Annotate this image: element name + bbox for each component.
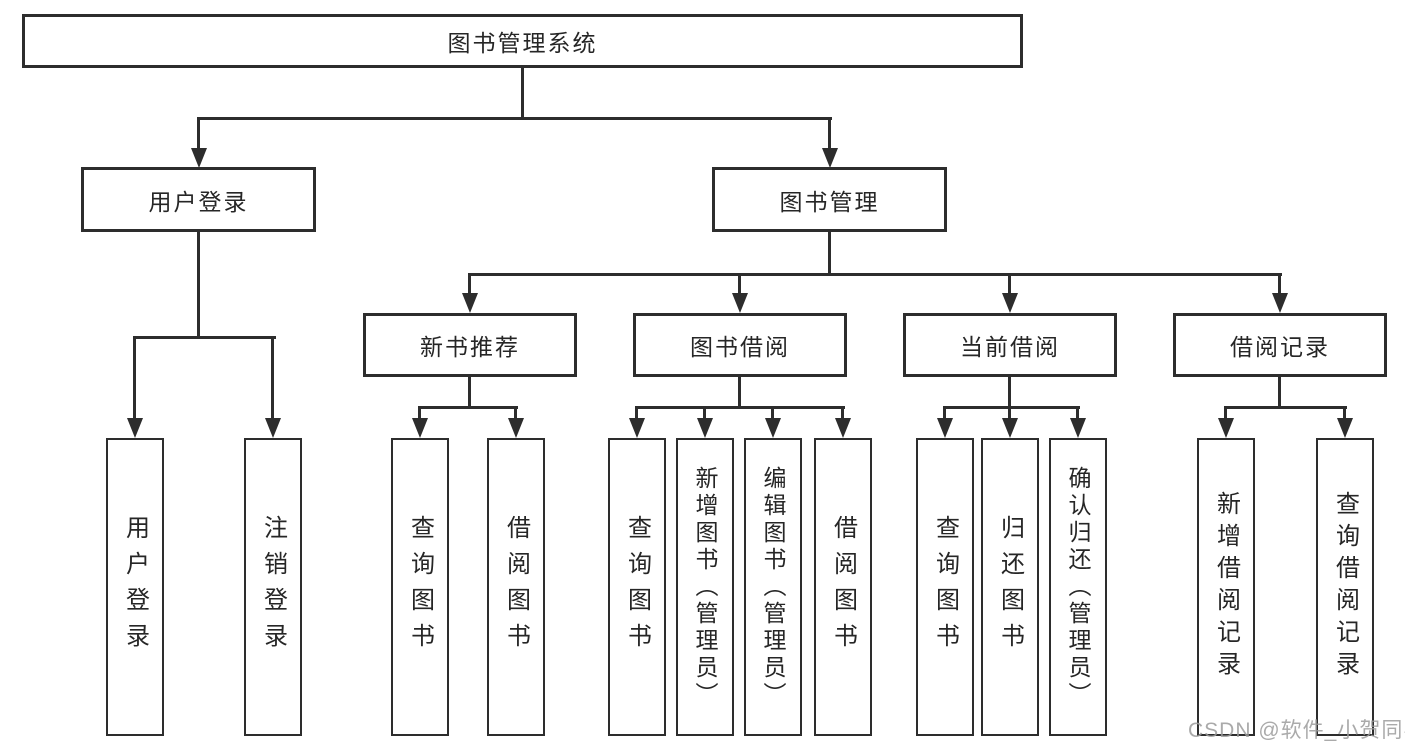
connector-borrow-vline [738, 377, 741, 409]
leaf-query-book-borrow: 查询图书 [608, 438, 666, 736]
connector-stub-recommend [468, 273, 471, 294]
connector-manage-vline [828, 232, 831, 276]
connector-stub-leaf [943, 406, 946, 418]
node-book-borrow: 图书借阅 [633, 313, 847, 377]
connector-stub-leaf [635, 406, 638, 418]
arrow-down-icon [462, 293, 478, 313]
connector-stub-leaf [1224, 406, 1227, 418]
arrow-down-icon [1002, 293, 1018, 313]
node-book-manage: 图书管理 [712, 167, 947, 232]
connector-stub-leaf [514, 406, 517, 418]
arrow-down-icon [822, 148, 838, 168]
connector-stub-records [1278, 273, 1281, 294]
connector-root-hline [197, 117, 832, 120]
connector-current-hline [943, 406, 1080, 409]
connector-stub-leaf [1076, 406, 1079, 418]
connector-manage-hline [468, 273, 1282, 276]
arrow-down-icon [508, 418, 524, 438]
connector-stub-leaf [1008, 406, 1011, 418]
arrow-down-icon [1070, 418, 1086, 438]
arrow-down-icon [629, 418, 645, 438]
leaf-confirm-return-admin: 确认归还（管理员） [1049, 438, 1107, 736]
connector-current-vline [1008, 377, 1011, 409]
connector-root-vline [521, 68, 524, 120]
arrow-down-icon [732, 293, 748, 313]
leaf-query-book-current: 查询图书 [916, 438, 974, 736]
leaf-borrow-book: 借阅图书 [814, 438, 872, 736]
arrow-down-icon [191, 148, 207, 168]
arrow-down-icon [765, 418, 781, 438]
node-current-borrow: 当前借阅 [903, 313, 1117, 377]
connector-recommend-hline [418, 406, 518, 409]
connector-stub-leaf [271, 336, 274, 418]
connector-stub-leaf [1343, 406, 1346, 418]
connector-records-hline [1224, 406, 1347, 409]
connector-stub-book-manage [828, 117, 831, 149]
arrow-down-icon [1337, 418, 1353, 438]
node-user-login: 用户登录 [81, 167, 316, 232]
connector-records-vline [1278, 377, 1281, 409]
connector-stub-user-login [197, 117, 200, 149]
arrow-down-icon [835, 418, 851, 438]
leaf-query-borrow-record: 查询借阅记录 [1316, 438, 1374, 736]
leaf-borrow-book-recommend: 借阅图书 [487, 438, 545, 736]
connector-login-vline [197, 232, 200, 339]
leaf-edit-book-admin: 编辑图书（管理员） [744, 438, 802, 736]
arrow-down-icon [1002, 418, 1018, 438]
arrow-down-icon [127, 418, 143, 438]
arrow-down-icon [1272, 293, 1288, 313]
connector-stub-leaf [703, 406, 706, 418]
watermark: CSDN @软件_小贺同学 [1188, 719, 1405, 742]
arrow-down-icon [937, 418, 953, 438]
leaf-logout: 注销登录 [244, 438, 302, 736]
leaf-user-login: 用户登录 [106, 438, 164, 736]
connector-recommend-vline [468, 377, 471, 409]
connector-borrow-hline [635, 406, 845, 409]
connector-stub-leaf [771, 406, 774, 418]
connector-stub-leaf [841, 406, 844, 418]
arrow-down-icon [265, 418, 281, 438]
arrow-down-icon [1218, 418, 1234, 438]
leaf-add-book-admin: 新增图书（管理员） [676, 438, 734, 736]
connector-stub-borrow [738, 273, 741, 294]
connector-login-hline [133, 336, 276, 339]
arrow-down-icon [697, 418, 713, 438]
node-borrow-records: 借阅记录 [1173, 313, 1387, 377]
arrow-down-icon [412, 418, 428, 438]
connector-stub-leaf [418, 406, 421, 418]
leaf-query-book-recommend: 查询图书 [391, 438, 449, 736]
node-new-book-recommend: 新书推荐 [363, 313, 577, 377]
leaf-return-book: 归还图书 [981, 438, 1039, 736]
connector-stub-leaf [133, 336, 136, 418]
connector-stub-current [1008, 273, 1011, 294]
leaf-add-borrow-record: 新增借阅记录 [1197, 438, 1255, 736]
node-root: 图书管理系统 [22, 14, 1023, 68]
